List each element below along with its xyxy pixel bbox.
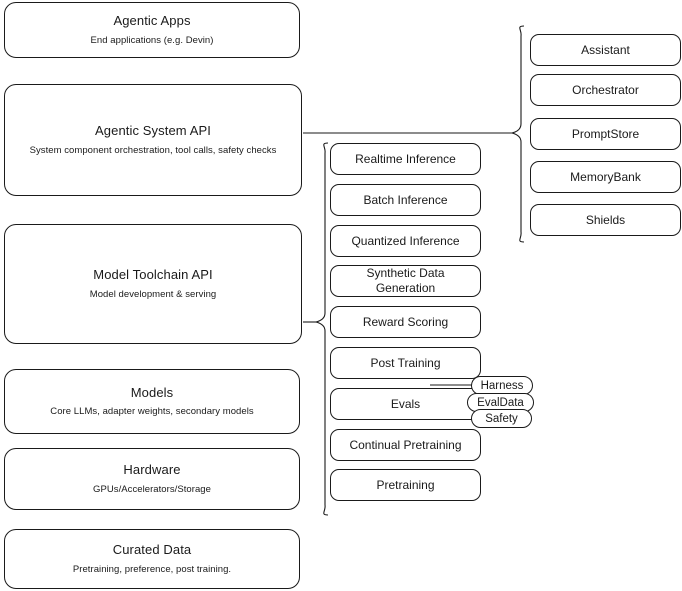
toolchain-box-quantized-inference[interactable]: Quantized Inference (330, 225, 481, 257)
layer-box-agentic-apps[interactable]: Agentic Apps End applications (e.g. Devi… (4, 2, 300, 58)
layer-subtitle: Pretraining, preference, post training. (72, 563, 232, 575)
toolchain-box-post-training[interactable]: Post Training (330, 347, 481, 379)
brace-toolchain-components (315, 142, 329, 516)
layer-title: Models (130, 384, 174, 400)
layer-subtitle: End applications (e.g. Devin) (90, 34, 214, 46)
agentic-box-memorybank[interactable]: MemoryBank (530, 161, 681, 193)
layer-subtitle: Model development & serving (89, 288, 217, 300)
layer-title: Model Toolchain API (93, 267, 213, 283)
evals-pill-safety[interactable]: Safety (471, 409, 532, 428)
layer-title: Agentic System API (95, 123, 211, 139)
toolchain-box-synthetic-data-generation[interactable]: Synthetic Data Generation (330, 265, 481, 297)
toolchain-box-continual-pretraining[interactable]: Continual Pretraining (330, 429, 481, 461)
layer-box-curated-data[interactable]: Curated Data Pretraining, preference, po… (4, 529, 300, 589)
layer-box-hardware[interactable]: Hardware GPUs/Accelerators/Storage (4, 448, 300, 510)
evals-pill-evaldata[interactable]: EvalData (467, 393, 534, 412)
layer-subtitle: System component orchestration, tool cal… (29, 144, 277, 156)
toolchain-box-pretraining[interactable]: Pretraining (330, 469, 481, 501)
toolchain-box-reward-scoring[interactable]: Reward Scoring (330, 306, 481, 338)
layer-subtitle: GPUs/Accelerators/Storage (93, 483, 211, 495)
layer-box-model-toolchain-api[interactable]: Model Toolchain API Model development & … (4, 224, 302, 344)
agentic-box-orchestrator[interactable]: Orchestrator (530, 74, 681, 106)
agentic-box-assistant[interactable]: Assistant (530, 34, 681, 66)
agentic-box-shields[interactable]: Shields (530, 204, 681, 236)
brace-agentic-components (511, 25, 525, 243)
toolchain-box-batch-inference[interactable]: Batch Inference (330, 184, 481, 216)
layer-title: Agentic Apps (113, 13, 191, 29)
layer-title: Hardware (123, 462, 181, 478)
layer-title: Curated Data (112, 542, 192, 558)
layer-subtitle: Core LLMs, adapter weights, secondary mo… (50, 406, 254, 418)
agentic-box-promptstore[interactable]: PromptStore (530, 118, 681, 150)
toolchain-box-realtime-inference[interactable]: Realtime Inference (330, 143, 481, 175)
layer-box-agentic-system-api[interactable]: Agentic System API System component orch… (4, 84, 302, 196)
evals-pill-harness[interactable]: Harness (471, 376, 533, 395)
toolchain-box-evals[interactable]: Evals (330, 388, 481, 420)
layer-box-models[interactable]: Models Core LLMs, adapter weights, secon… (4, 369, 300, 434)
